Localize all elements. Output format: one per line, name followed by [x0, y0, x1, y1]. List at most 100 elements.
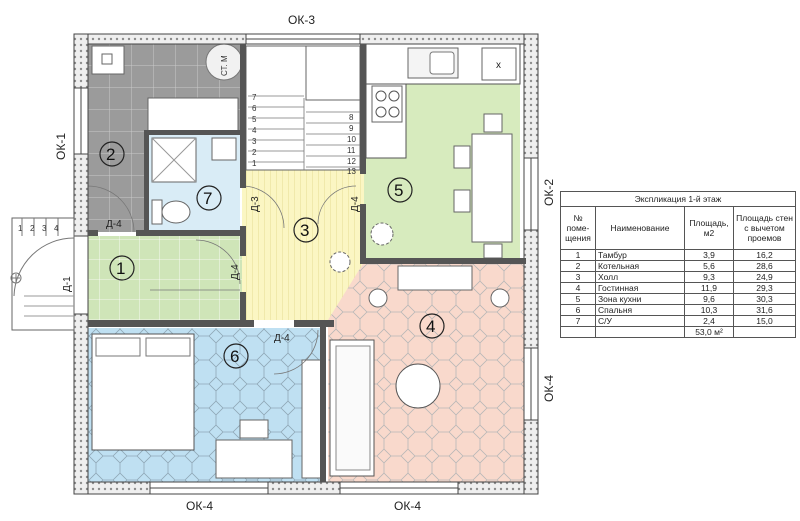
stair-step-label: 7 — [252, 93, 257, 102]
total-area: 53,0 м² — [684, 326, 734, 338]
cell-area: 2,4 — [684, 315, 734, 327]
coffee-table — [395, 363, 441, 409]
door-label-entrance: Д-1 — [62, 276, 73, 292]
explication-title: Экспликация 1-й этаж — [560, 191, 796, 207]
room-number-2: 2 — [99, 141, 125, 167]
stair-landing — [305, 45, 361, 101]
door-label-vestibule: Д-4 — [230, 264, 241, 280]
cell-walls: 15,0 — [733, 315, 796, 327]
table-row: 2 Котельная 5,6 28,6 — [560, 260, 796, 272]
table-row: 1 Тамбур 3,9 16,2 — [560, 249, 796, 261]
svg-text:1: 1 — [116, 259, 125, 278]
window-label-top: ОК-3 — [288, 13, 315, 27]
cell-number: 1 — [560, 249, 596, 261]
door-label-bathroom: Д-3 — [250, 196, 261, 212]
cell-walls: 31,6 — [733, 304, 796, 316]
room-number-7: 7 — [196, 185, 222, 211]
stair-step-label: 6 — [252, 104, 257, 113]
header-number: № поме- щения — [560, 206, 596, 250]
header-walls: Площадь стен с вычетом проемов — [733, 206, 796, 250]
room-number-1: 1 — [109, 255, 135, 281]
porch-step-label: 1 — [18, 224, 23, 233]
window-label-bottom-left: ОК-4 — [186, 499, 213, 513]
cell-name: Зона кухни — [595, 293, 685, 305]
cell-number: 6 — [560, 304, 596, 316]
cell-area: 3,9 — [684, 249, 734, 261]
outer-walls — [73, 33, 539, 495]
toilet — [161, 200, 191, 224]
header-area: Площадь, м2 — [684, 206, 734, 250]
dining-chair — [483, 113, 503, 133]
stair-step-label: 3 — [252, 137, 257, 146]
total-blank — [560, 326, 596, 338]
dining-chair — [483, 243, 503, 259]
boiler-label: СТ. М — [220, 55, 229, 76]
stair-step-label: 12 — [347, 157, 356, 166]
stove — [371, 85, 403, 123]
porch-step-label: 2 — [30, 224, 35, 233]
cell-name: Холл — [595, 271, 685, 283]
room-number-3: 3 — [293, 217, 319, 243]
sink-bowl — [429, 51, 455, 75]
cell-area: 9,3 — [684, 271, 734, 283]
stair-step-label: 1 — [252, 159, 257, 168]
svg-text:7: 7 — [203, 189, 212, 208]
svg-text:4: 4 — [426, 317, 435, 336]
fridge-mark: x — [496, 60, 501, 71]
plant-icon — [370, 222, 394, 246]
header-name: Наименование — [595, 206, 685, 250]
stair-step-label: 5 — [252, 115, 257, 124]
room-number-4: 4 — [419, 313, 445, 339]
plant-icon — [329, 251, 351, 273]
cell-name: С/У — [595, 315, 685, 327]
cell-area: 5,6 — [684, 260, 734, 272]
window-label-right-upper: ОК-2 — [542, 179, 556, 206]
armchair — [368, 288, 388, 308]
stair-step-label: 10 — [347, 135, 356, 144]
svg-text:2: 2 — [106, 145, 115, 164]
cell-name: Гостинная — [595, 282, 685, 294]
stair-step-label: 2 — [252, 148, 257, 157]
window-label-left: ОК-1 — [54, 133, 68, 160]
room-1-floor — [88, 236, 242, 320]
window-label-bottom-right: ОК-4 — [394, 499, 421, 513]
desk-chair — [239, 419, 269, 439]
entrance-porch — [10, 217, 75, 331]
cell-walls: 30,3 — [733, 293, 796, 305]
cell-area: 10,3 — [684, 304, 734, 316]
table-row: 6 Спальня 10,3 31,6 — [560, 304, 796, 316]
stair-step-label: 9 — [349, 124, 354, 133]
porch-step-label: 3 — [42, 224, 47, 233]
table-row: 3 Холл 9,3 24,9 — [560, 271, 796, 283]
door-swings — [87, 185, 357, 375]
dining-table — [471, 133, 513, 243]
table-row: 5 Зона кухни 9,6 30,3 — [560, 293, 796, 305]
window-label-right-lower: ОК-4 — [542, 375, 556, 402]
cell-area: 11,9 — [684, 282, 734, 294]
cell-name: Спальня — [595, 304, 685, 316]
cell-name: Тамбур — [595, 249, 685, 261]
stair-step-label: 13 — [347, 167, 356, 176]
cell-area: 9,6 — [684, 293, 734, 305]
toilet-tank — [151, 199, 163, 225]
cell-walls: 29,3 — [733, 282, 796, 294]
cell-walls: 16,2 — [733, 249, 796, 261]
cell-walls: 24,9 — [733, 271, 796, 283]
pillow — [145, 337, 191, 357]
cell-walls: 28,6 — [733, 260, 796, 272]
stair-treads — [248, 95, 360, 170]
svg-text:6: 6 — [230, 347, 239, 366]
pillow — [95, 337, 141, 357]
cell-name: Котельная — [595, 260, 685, 272]
boiler-shelf — [147, 97, 239, 133]
explication-table: Экспликация 1-й этаж № поме- щения Наиме… — [560, 191, 796, 338]
desk — [215, 439, 293, 479]
interior-walls — [88, 44, 526, 482]
room-number-5: 5 — [387, 177, 413, 203]
bathroom-sink — [211, 137, 237, 161]
svg-text:3: 3 — [300, 221, 309, 240]
stair-step-label: 4 — [252, 126, 257, 135]
cell-number: 7 — [560, 315, 596, 327]
table-total-row: 53,0 м² — [560, 326, 796, 338]
